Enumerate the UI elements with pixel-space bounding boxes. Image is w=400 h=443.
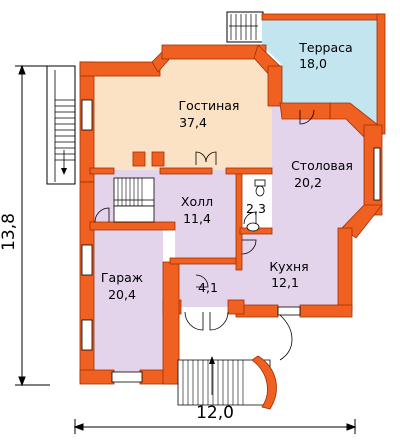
hall-name-label: Холл <box>181 194 213 209</box>
living-area-label: 37,4 <box>179 115 207 130</box>
terrace-area <box>262 17 382 133</box>
dining-room-area <box>272 105 374 232</box>
columns <box>132 151 165 167</box>
terrace-stair <box>226 11 264 43</box>
sink-icon <box>246 222 260 232</box>
terrace-name-label: Терраса <box>298 40 352 55</box>
doors <box>94 109 315 331</box>
living-room-area <box>93 57 272 170</box>
garage-area <box>93 227 163 372</box>
garage-name-label: Гараж <box>101 270 143 285</box>
dimension-width-label: 12,0 <box>196 403 234 423</box>
hall-area-label: 11,4 <box>183 211 211 226</box>
kitchen-name-label: Кухня <box>269 259 308 274</box>
dimension-horizontal <box>73 419 357 434</box>
living-name-label: Гостиная <box>179 98 240 113</box>
kitchen-area <box>240 232 345 315</box>
dimension-vertical <box>15 64 50 387</box>
dining-name-label: Столовая <box>291 158 353 173</box>
walls <box>79 13 386 385</box>
entry-porch <box>175 312 295 360</box>
left-stair <box>46 65 76 185</box>
garage-area-label: 20,4 <box>108 287 136 302</box>
entry-stair <box>177 314 293 410</box>
windows <box>81 99 381 383</box>
kitchen-area-label: 12,1 <box>271 275 299 290</box>
dining-area-label: 20,2 <box>294 175 322 190</box>
terrace-area-label: 18,0 <box>299 56 327 71</box>
dimension-height-label: 13,8 <box>0 213 19 251</box>
toilet-icon <box>254 179 266 197</box>
interior-stair <box>113 177 155 223</box>
vestibule-area-label: 4,1 <box>198 280 218 295</box>
wc-area-label: 2,3 <box>246 201 266 216</box>
